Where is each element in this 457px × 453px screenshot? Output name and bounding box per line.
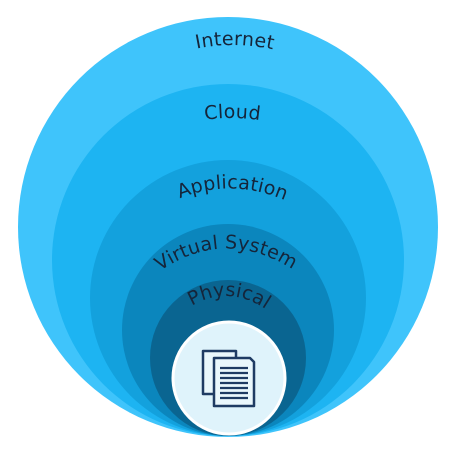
layer-cloud-text: Cloud xyxy=(203,101,262,125)
layer-cloud-label: Cloud xyxy=(203,101,262,125)
layer-internet-label: Internet xyxy=(193,28,276,54)
documents-icon xyxy=(201,349,256,408)
layer-internet-text: Internet xyxy=(193,28,276,54)
